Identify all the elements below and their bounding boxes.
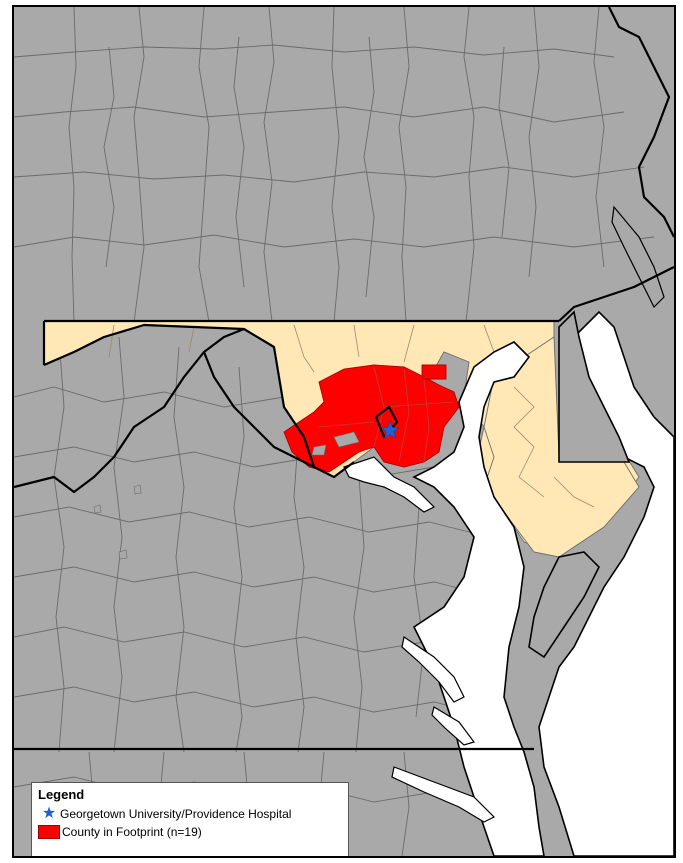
footprint-county-lines: [318, 366, 455, 463]
legend-item-hospital: ★ Georgetown University/Providence Hospi…: [38, 805, 342, 823]
chesapeake-bay: [412, 341, 545, 856]
legend-label-footprint: County in Footprint (n=19): [62, 825, 202, 839]
delaware-state: [558, 310, 631, 463]
hospital-marker-star: [380, 420, 400, 439]
maryland-eastern-shore: [483, 336, 640, 558]
james-river: [391, 766, 496, 823]
dc-border: [374, 405, 399, 439]
rappahannock-river: [401, 636, 465, 703]
state-borders: [14, 7, 674, 751]
map-frame: Legend ★ Georgetown University/Providenc…: [12, 5, 676, 858]
maryland-county-borders: [108, 324, 595, 508]
legend-item-footprint: County in Footprint (n=19): [38, 823, 342, 841]
county-borders-north: [14, 7, 655, 323]
wv-virginia-border-east: [202, 351, 315, 468]
pa-delaware-border: [558, 266, 674, 322]
independent-cities: [93, 431, 360, 560]
map-canvas: [14, 7, 674, 856]
red-swatch-icon: [38, 825, 60, 839]
footprint-counties: [283, 364, 460, 473]
pa-nj-border: [608, 7, 674, 238]
star-icon: ★: [41, 805, 57, 822]
virginia-eastern-shore: [528, 551, 600, 659]
potomac-river: [343, 456, 436, 513]
footprint-county-small: [421, 364, 447, 380]
legend-label-hospital: Georgetown University/Providence Hospita…: [60, 807, 292, 821]
legend-title: Legend: [38, 787, 85, 802]
york-river: [431, 706, 475, 746]
wv-virginia-border: [14, 327, 245, 494]
delaware-bay: [611, 205, 665, 309]
map-legend: Legend ★ Georgetown University/Providenc…: [31, 782, 349, 856]
